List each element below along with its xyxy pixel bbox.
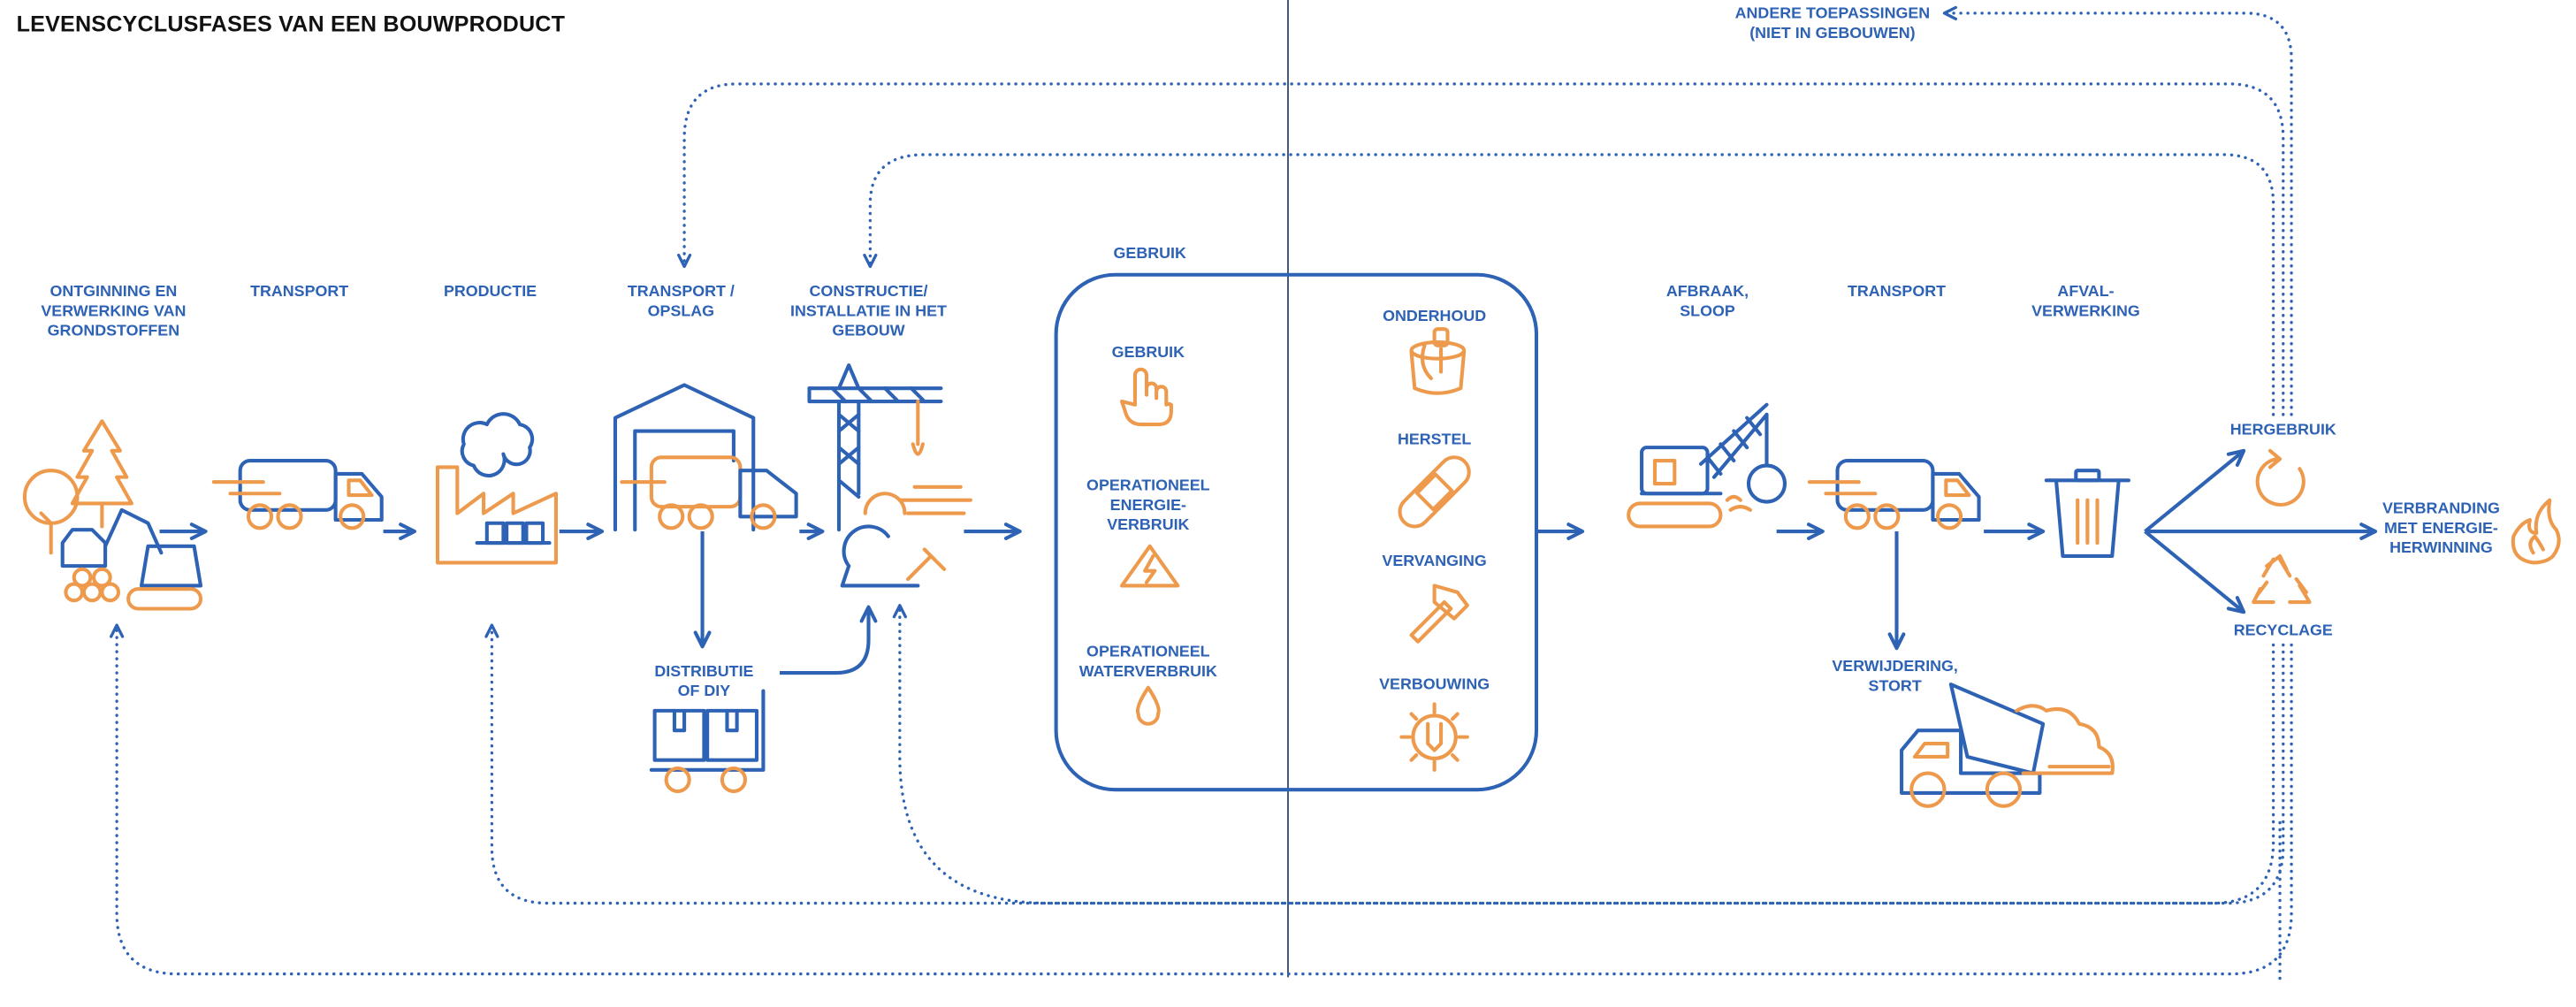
label-line: VERWIJDERING, [1832, 658, 1958, 676]
circular-arrows-icon [2255, 448, 2305, 507]
stage-label-waste: AFVAL- VERWERKING [2003, 283, 2168, 323]
label-line: CONSTRUCTIE/ [809, 283, 928, 301]
label-line: VERVANGING [1382, 553, 1487, 571]
stage-label-distribution: DISTRIBUTIE OF DIY [621, 663, 786, 703]
label-line: VERBOUWING [1379, 675, 1490, 695]
diagram-title: LEVENSCYCLUSFASES VAN EEN BOUWPRODUCT [16, 11, 566, 36]
label-line: OPERATIONEEL [1086, 477, 1210, 496]
stage-label-transport: TRANSPORT [217, 283, 382, 302]
label-line: GEBRUIK [1111, 343, 1185, 362]
stage-label-construction: CONSTRUCTIE/ INSTALLATIE IN HET GEBOUW [770, 283, 967, 342]
label-line: AFBRAAK, [1665, 283, 1749, 301]
label-line: VERBRUIK [1107, 516, 1190, 535]
label-line: TRANSPORT [250, 283, 349, 301]
label-line: PRODUCTIE [443, 283, 537, 301]
label-line: GEBOUW [832, 322, 905, 341]
use-label-repair: HERSTEL [1353, 431, 1517, 451]
gear-wrench-icon [1399, 702, 1469, 772]
trash-bin-icon [2044, 469, 2130, 558]
label-line: INSTALLATIE IN HET [790, 302, 947, 321]
truck-icon [211, 458, 384, 530]
dump-truck-icon [1900, 683, 2115, 808]
label-line: GEBRUIK [1113, 245, 1186, 263]
label-line: HERSTEL [1397, 431, 1472, 449]
crane-worker-icon [807, 363, 972, 588]
label-line: VERWERKING [2031, 302, 2140, 321]
stage-label-storage: TRANSPORT / OPSLAG [598, 283, 763, 323]
use-label-maintenance: ONDERHOUD [1353, 308, 1517, 327]
label-line: ENERGIE- [1109, 496, 1186, 515]
hammer-icon [1409, 584, 1469, 644]
label-line: OPERATIONEEL [1086, 643, 1210, 662]
warehouse-truck-icon [613, 383, 798, 532]
stage-label-demolition: AFBRAAK, SLOOP [1625, 283, 1789, 323]
cart-boxes-icon [649, 689, 766, 794]
label-line: ONDERHOUD [1383, 307, 1487, 326]
main-flow [159, 448, 2378, 675]
stage-label-recycling: RECYCLAGE [2201, 622, 2366, 641]
stage-label-landfill: VERWIJDERING, STORT [1802, 658, 1986, 698]
flame-icon [2511, 498, 2561, 565]
bandage-icon [1398, 455, 1471, 529]
stage-label-production: PRODUCTIE [408, 283, 572, 302]
label-line: SLOOP [1680, 302, 1735, 321]
label-line: VERWERKING VAN [41, 302, 187, 321]
factory-icon [435, 412, 558, 565]
label-line: (NIET IN GEBOUWEN) [1749, 24, 1916, 43]
stage-label-use: GEBRUIK [1068, 245, 1232, 264]
label-line: GRONDSTOFFEN [47, 322, 180, 341]
label-line: MET ENERGIE- [2383, 520, 2498, 538]
label-line: RECYCLAGE [2233, 622, 2333, 640]
paint-bucket-icon [1409, 327, 1467, 395]
recycle-icon [2252, 553, 2312, 605]
label-line: WATERVERBRUIK [1078, 662, 1217, 682]
label-line: OPSLAG [647, 302, 715, 321]
use-label-water: OPERATIONEEL WATERVERBRUIK [1056, 644, 1240, 683]
water-drop-icon [1135, 685, 1161, 726]
label-line: VERBRANDING [2382, 500, 2500, 519]
high-voltage-icon [1120, 544, 1180, 588]
label-line: STORT [1868, 677, 1922, 697]
label-line: HERWINNING [2389, 539, 2493, 558]
hand-pointer-icon [1120, 367, 1173, 427]
use-phase-box [1054, 272, 1539, 792]
stage-label-raw: ONTGINNING EN VERWERKING VAN GRONDSTOFFE… [23, 283, 204, 342]
label-line: HERGEBRUIK [2229, 421, 2336, 439]
stage-label-reuse: HERGEBRUIK [2201, 421, 2366, 440]
stage-label-transport-2: TRANSPORT [1814, 283, 1978, 302]
feedback-loops [110, 5, 2293, 982]
label-line: TRANSPORT [1847, 283, 1947, 301]
use-label-refurbishment: VERBOUWING [1353, 676, 1517, 696]
label-line: ONTGINNING EN [50, 283, 178, 301]
use-label-energy: OPERATIONEEL ENERGIE- VERBRUIK [1056, 477, 1240, 537]
label-line: AFVAL- [2057, 283, 2115, 301]
trees-excavator-icon [22, 419, 203, 611]
wrecking-crane-icon [1627, 402, 1787, 529]
label-line: TRANSPORT / [627, 283, 735, 301]
stage-label-other-uses: ANDERE TOEPASSINGEN (NIET IN GEBOUWEN) [1727, 5, 1938, 45]
label-line: ANDERE TOEPASSINGEN [1734, 4, 1931, 24]
use-label-replacement: VERVANGING [1353, 553, 1517, 572]
stage-label-incineration: VERBRANDING MET ENERGIE- HERWINNING [2356, 500, 2527, 560]
label-line: DISTRIBUTIE [654, 662, 754, 682]
use-label-use: GEBRUIK [1066, 344, 1231, 363]
truck-icon-2 [1807, 458, 1981, 530]
label-line: OF DIY [677, 683, 731, 701]
